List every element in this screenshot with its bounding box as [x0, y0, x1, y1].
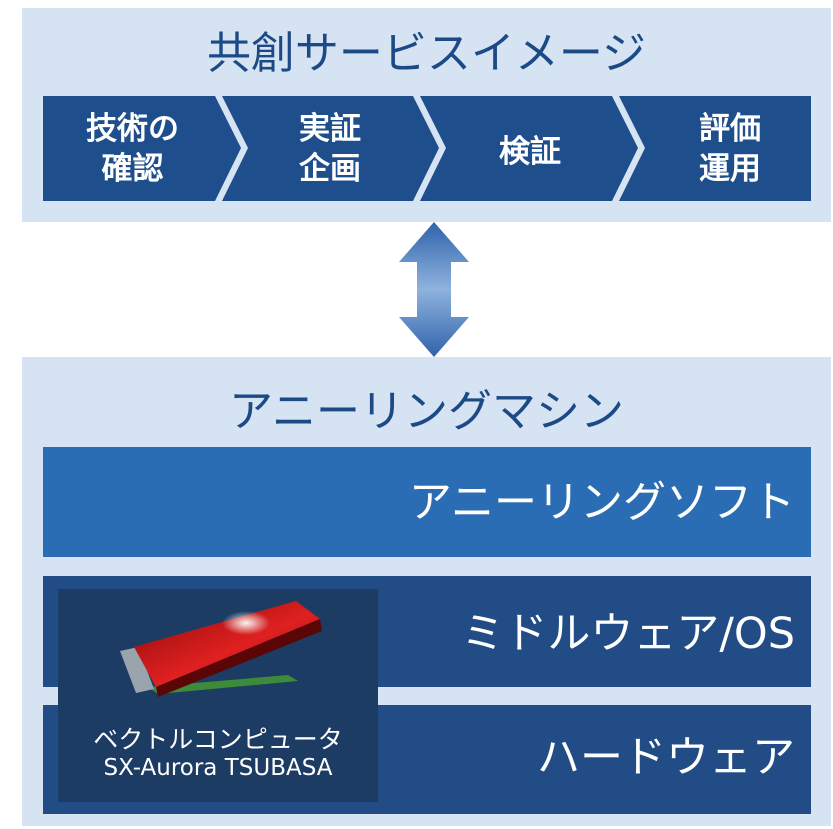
product-card: ベクトルコンピュータ SX-Aurora TSUBASA — [58, 589, 378, 802]
step-chevron-3 — [420, 96, 638, 201]
product-card-model: SX-Aurora TSUBASA — [103, 755, 333, 781]
step-chevron-2 — [222, 96, 439, 201]
layer-software-label: アニーリングソフト — [408, 478, 795, 528]
step-label-2: 実証 企画 — [299, 111, 361, 187]
step-label-1: 技術の 確認 — [86, 111, 179, 187]
layer-hardware-label: ハードウェア — [537, 733, 795, 783]
product-card-name: ベクトルコンピュータ — [93, 725, 343, 754]
layer-middleware-label: ミドルウェア/OS — [461, 609, 795, 659]
step-chevron-4 — [619, 96, 811, 201]
layer-software: アニーリングソフト — [43, 447, 811, 557]
step-chevron-1 — [43, 96, 241, 201]
step-label-3: 検証 — [499, 134, 561, 170]
top-panel-title: 共創サービスイメージ — [206, 28, 647, 79]
red-vector-engine-card-image — [120, 601, 322, 697]
bottom-panel-title: アニーリングマシン — [228, 386, 625, 437]
step-chevrons — [43, 96, 811, 201]
step-label-4: 評価 運用 — [699, 111, 761, 187]
vertical-double-arrow-icon — [399, 222, 469, 357]
